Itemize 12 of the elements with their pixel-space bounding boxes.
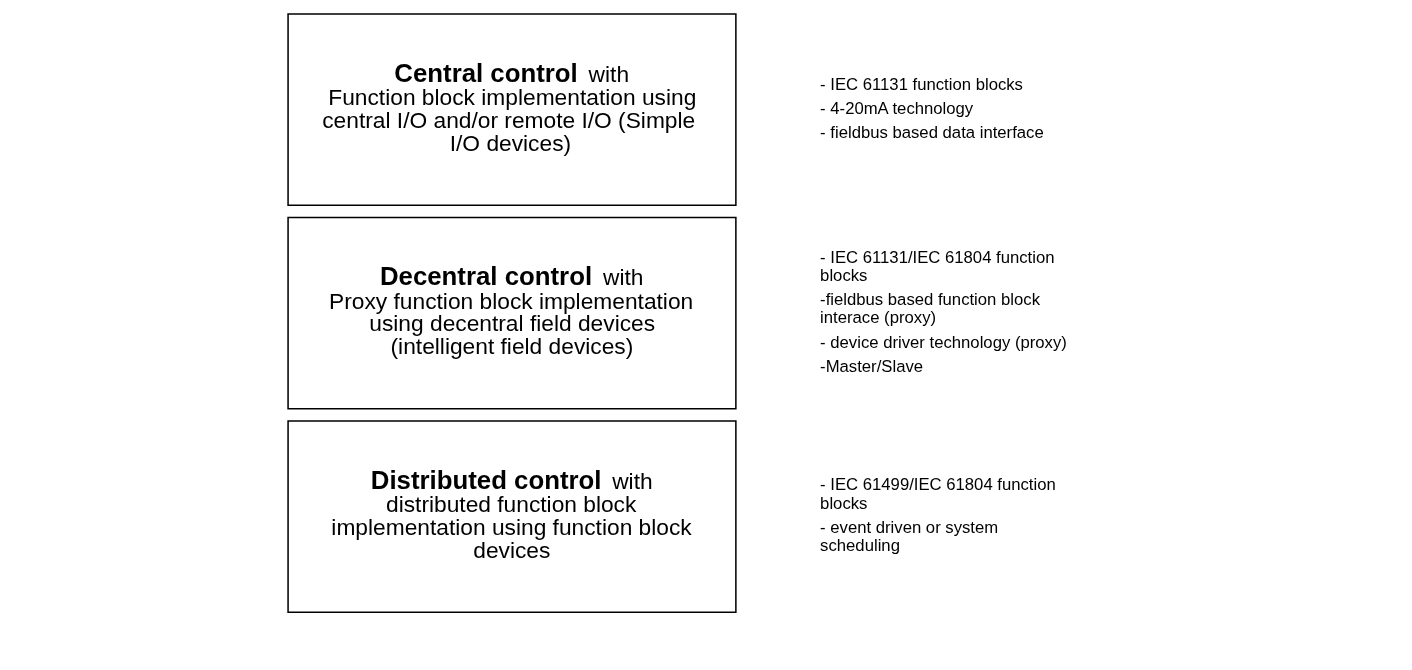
node-label: - event driven or system scheduling [819,517,998,556]
node-label: - 4-20mA technology [819,98,973,118]
node-box: Central control with Function block implementation using central I/O and/or remote I/O (Simple I/O devices) [286,13,737,207]
node-label: -fieldbus based function block interace (proxy) [819,290,1040,328]
node-label: -Master/Slave [819,357,923,377]
node-label: - fieldbus based data interface [819,123,1044,143]
node-box: Distributed control with distributed function block implementation using function block devices [286,420,737,613]
node-label: - IEC 61131 function blocks [819,74,1023,94]
node-label: - IEC 61499/IEC 61804 function blocks [819,475,1056,513]
node-label: - IEC 61131/IEC 61804 function blocks [819,247,1055,285]
node-box: Decentral control with Proxy function block implementation using decentral field devices (intelligent field devices) [286,216,737,410]
node-label: - device driver technology (proxy) [819,332,1067,352]
